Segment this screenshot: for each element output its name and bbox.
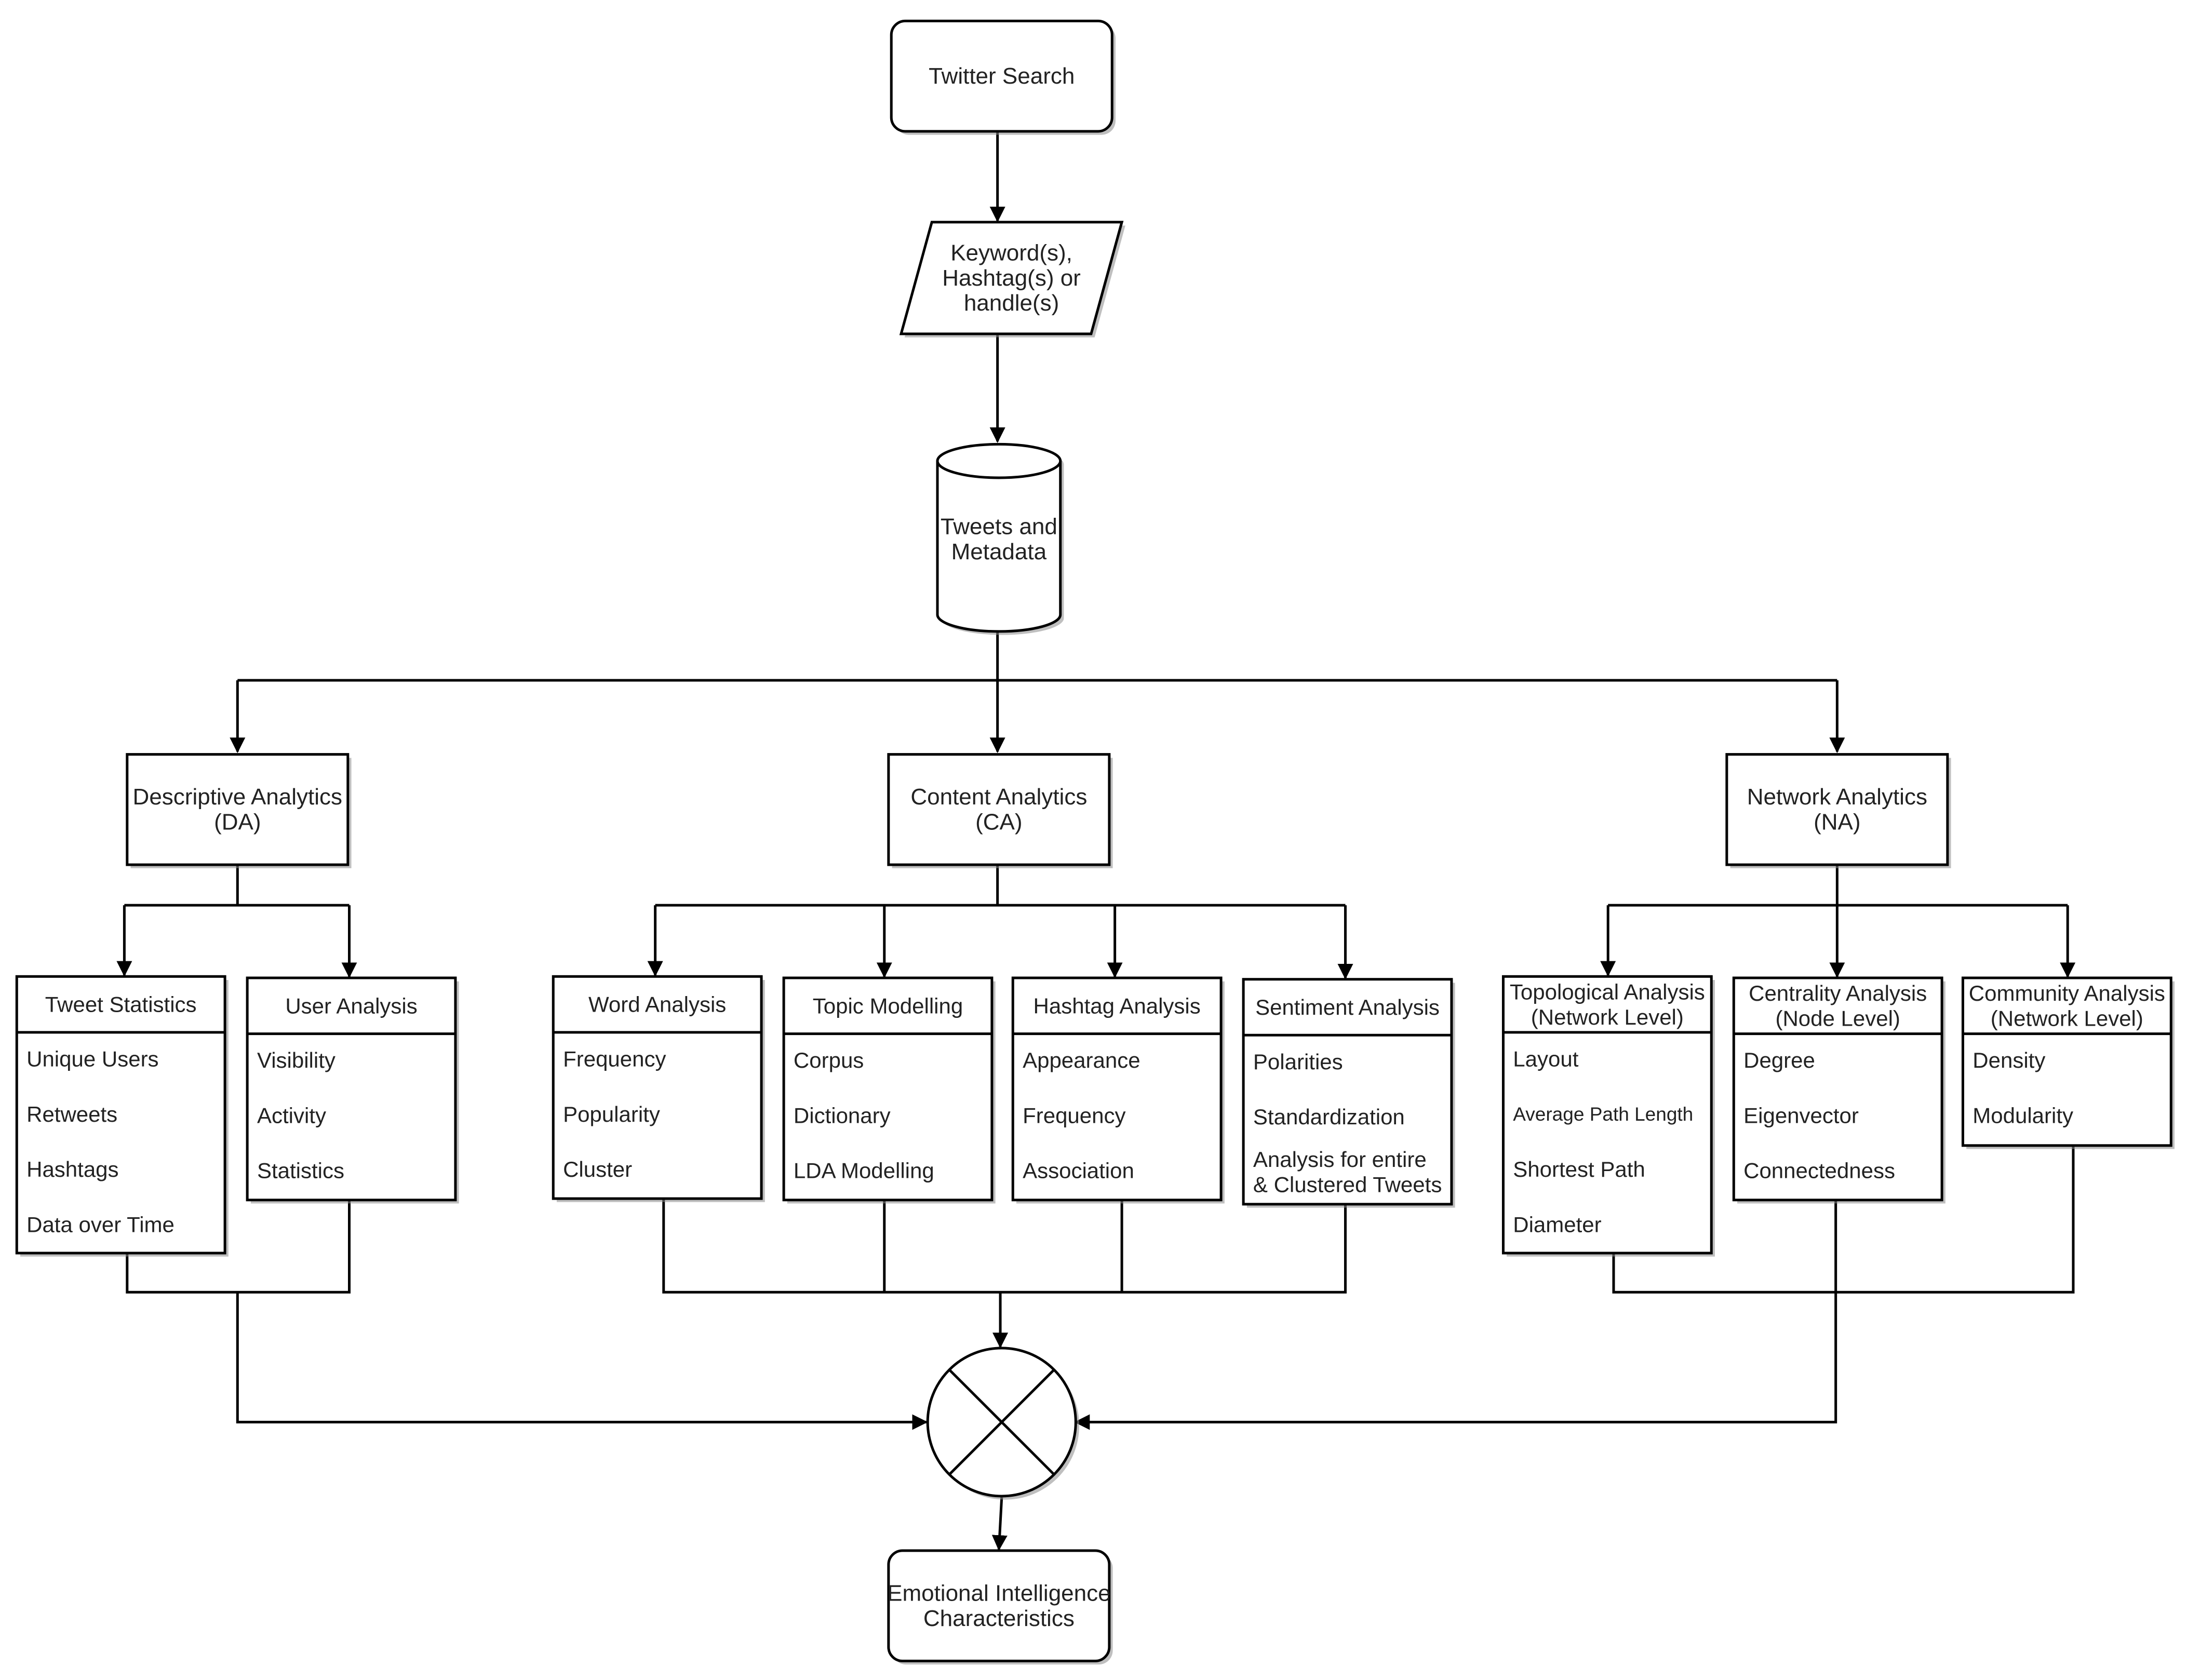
centrality-analysis-module-item: Connectedness: [1743, 1159, 1895, 1183]
word-analysis-module-item: Cluster: [563, 1157, 632, 1181]
topic-modelling-module-item: Dictionary: [794, 1103, 891, 1127]
tweet-statistics-module-item: Retweets: [26, 1102, 117, 1126]
search-input-parallelogram-label-line-3: handle(s): [964, 290, 1059, 316]
topological-analysis-module: Topological Analysis(Network Level) Layou…: [1501, 975, 1715, 1257]
user-analysis-module-item: Visibility: [257, 1048, 336, 1072]
arrow-da-to-aggregator: [236, 1292, 928, 1430]
connector-na-merge: [1612, 1145, 2075, 1294]
sentiment-analysis-module: Sentiment AnalysisPolaritiesStandardizat…: [1242, 978, 1455, 1208]
twitter-search-box-label: Twitter Search: [929, 63, 1075, 89]
word-analysis-module-title: Word Analysis: [588, 992, 726, 1017]
emotional-intelligence-output-box-label-line-2: Characteristics: [923, 1606, 1075, 1631]
hashtag-analysis-module: Hashtag AnalysisAppearanceFrequencyAssoc…: [1011, 976, 1225, 1204]
tweets-metadata-database-label-line-1: Tweets and: [941, 514, 1057, 540]
user-analysis-module: User AnalysisVisibilityActivityStatistic…: [246, 976, 459, 1204]
topological-analysis-module-frame: [1501, 975, 1713, 1255]
centrality-analysis-module-title-line-2: (Node Level): [1775, 1006, 1900, 1031]
connectors: [116, 131, 2076, 1551]
tweets-metadata-database-label-line-2: Metadata: [951, 539, 1047, 565]
network-analytics-box: Network Analytics(NA): [1725, 753, 1951, 868]
network-analytics-box-label-line-1: Network Analytics: [1747, 784, 1927, 810]
user-analysis-module-title: User Analysis: [285, 993, 417, 1018]
user-analysis-module-frame: [246, 976, 457, 1202]
search-input-parallelogram-shape: [899, 221, 1124, 335]
topological-analysis-module-title-line-2: (Network Level): [1531, 1005, 1684, 1029]
tweet-statistics-module-item: Hashtags: [26, 1157, 118, 1181]
topological-analysis-module-item: Shortest Path: [1513, 1157, 1645, 1181]
tweet-statistics-module-item: Unique Users: [26, 1047, 158, 1071]
tweets-metadata-database-rim: [936, 461, 1062, 479]
community-analysis-module: Community Analysis(Network Level) Density…: [1961, 976, 2175, 1149]
network-analytics-box-shape: [1725, 753, 1949, 866]
sentiment-analysis-module-title: Sentiment Analysis: [1255, 995, 1440, 1019]
twitter-search-box-shape: [890, 19, 1113, 133]
content-analytics-box-shape: [887, 753, 1111, 866]
sentiment-analysis-module-item: Polarities: [1253, 1050, 1343, 1074]
topic-modelling-module-item: LDA Modelling: [794, 1159, 934, 1183]
hashtag-analysis-module-item: Frequency: [1023, 1103, 1125, 1127]
tweet-statistics-module-title: Tweet Statistics: [45, 992, 197, 1017]
topic-modelling-module-title: Topic Modelling: [813, 993, 963, 1018]
topological-analysis-module-item: Diameter: [1513, 1212, 1601, 1237]
hashtag-analysis-module-title: Hashtag Analysis: [1034, 993, 1201, 1018]
community-analysis-module-title-line-2: (Network Level): [1991, 1006, 2143, 1031]
community-analysis-module-item: Density: [1973, 1048, 2045, 1072]
centrality-analysis-module-frame: [1732, 976, 1943, 1202]
search-input-parallelogram-label-line-1: Keyword(s),: [950, 240, 1072, 265]
descriptive-analytics-box-label-line-2: (DA): [214, 810, 261, 835]
descriptive-analytics-box: Descriptive Analytics(DA): [126, 753, 352, 868]
topological-analysis-module-title-line-1: Topological Analysis: [1510, 979, 1705, 1004]
centrality-analysis-module-item: Degree: [1743, 1048, 1815, 1072]
hashtag-analysis-module-item: Appearance: [1023, 1048, 1141, 1072]
content-analytics-box-label-line-1: Content Analytics: [910, 784, 1087, 810]
emotional-intelligence-output-box-label-line-1: Emotional Intelligence: [887, 1580, 1110, 1606]
user-analysis-module-item: Statistics: [257, 1159, 344, 1183]
topological-analysis-module-item: Layout: [1513, 1047, 1578, 1071]
sentiment-analysis-module-frame: [1242, 978, 1453, 1206]
connector-ca-merge-left: [662, 1199, 1347, 1294]
centrality-analysis-module-item: Eigenvector: [1743, 1103, 1859, 1127]
tweet-statistics-module-item: Data over Time: [26, 1212, 175, 1237]
descriptive-analytics-box-label-line-1: Descriptive Analytics: [133, 784, 342, 810]
content-analytics-box-label-line-2: (CA): [975, 810, 1022, 835]
arrow-aggregator-to-output: [991, 1497, 1008, 1551]
aggregator-cross: [948, 1368, 1055, 1475]
community-analysis-module-item: Modularity: [1973, 1103, 2073, 1127]
word-analysis-module-frame: [552, 975, 763, 1200]
network-analytics-box-label-line-2: (NA): [1814, 810, 1860, 835]
word-analysis-module-item: Popularity: [563, 1102, 660, 1126]
sentiment-analysis-module-item: Standardization: [1253, 1105, 1405, 1129]
hashtag-analysis-module-item: Association: [1023, 1159, 1134, 1183]
aggregator-junction: [926, 1347, 1080, 1500]
tweet-statistics-module-frame: [15, 975, 226, 1255]
community-analysis-module-title-line-1: Community Analysis: [1969, 981, 2165, 1005]
content-analytics-box: Content Analytics(CA): [887, 753, 1113, 868]
topological-analysis-module-item: Average Path Length: [1513, 1104, 1693, 1125]
centrality-analysis-module: Centrality Analysis(Node Level) DegreeEig…: [1732, 976, 1946, 1204]
emotional-intelligence-output-box-shape: [887, 1549, 1111, 1662]
sentiment-analysis-module-item: & Clustered Tweets: [1253, 1173, 1442, 1197]
community-analysis-module-frame: [1961, 976, 2172, 1147]
search-input-parallelogram-label-line-2: Hashtag(s) or: [942, 265, 1081, 291]
word-analysis-module-item: Frequency: [563, 1047, 666, 1071]
user-analysis-module-item: Activity: [257, 1103, 326, 1127]
centrality-analysis-module-title-line-1: Centrality Analysis: [1749, 981, 1927, 1005]
hashtag-analysis-module-frame: [1011, 976, 1223, 1202]
topic-modelling-module-item: Corpus: [794, 1048, 864, 1072]
descriptive-analytics-box-shape: [126, 753, 350, 866]
sentiment-analysis-module-item: Analysis for entire: [1253, 1147, 1427, 1172]
topic-modelling-module-frame: [782, 976, 994, 1202]
tweets-metadata-database-shape: [936, 442, 1062, 633]
twitter-search-box: Twitter Search: [890, 19, 1116, 135]
arrow-na-to-aggregator: [1074, 1200, 1837, 1430]
